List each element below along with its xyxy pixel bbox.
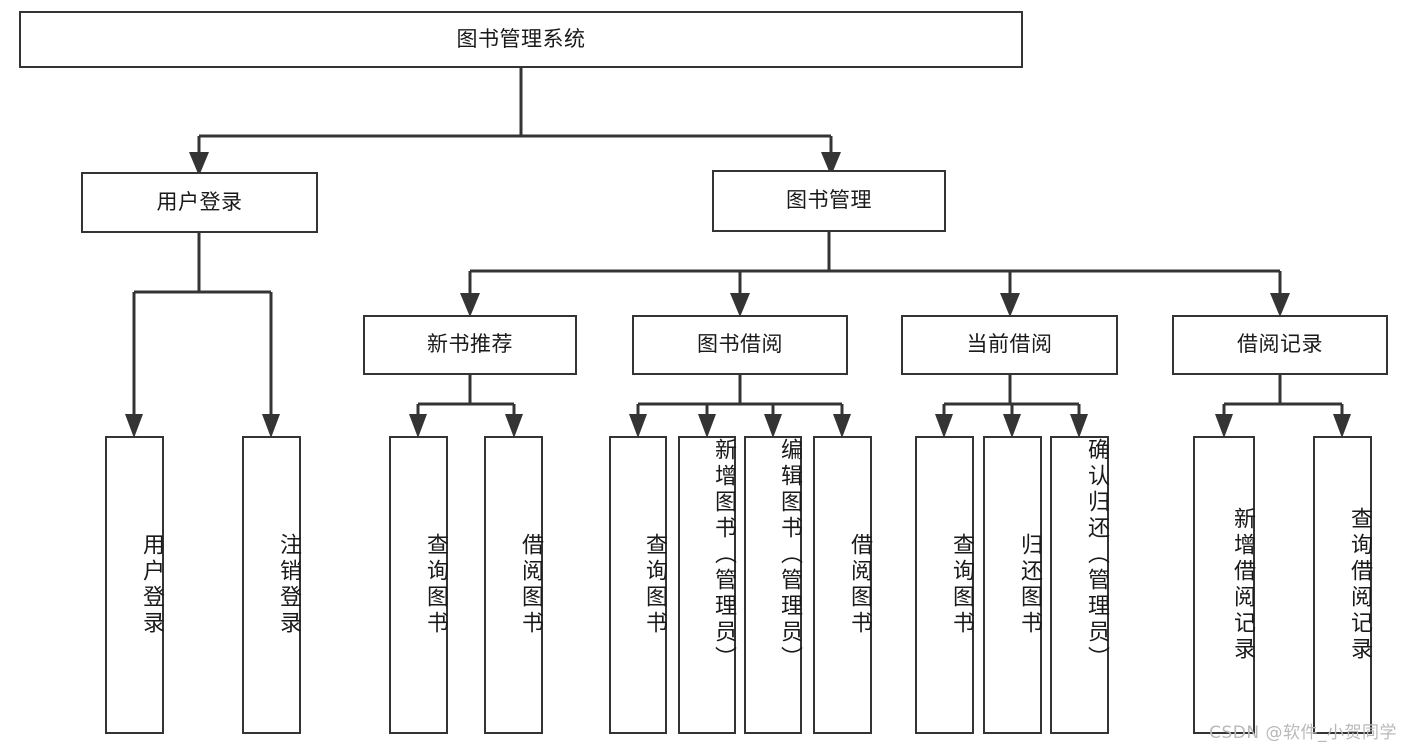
node-current-borrow[interactable]: 当前借阅 xyxy=(901,315,1118,375)
node-borrow-record[interactable]: 借阅记录 xyxy=(1172,315,1388,375)
node-label: 图书借阅 xyxy=(697,332,783,357)
node-label: 新增借阅记录 xyxy=(1230,507,1255,663)
node-root-system[interactable]: 图书管理系统 xyxy=(19,11,1023,68)
leaf-edit-book-admin[interactable]: 编辑图书（管理员） xyxy=(744,436,802,734)
node-label: 新书推荐 xyxy=(427,332,513,357)
leaf-query-borrow-record[interactable]: 查询借阅记录 xyxy=(1313,436,1372,734)
node-label: 用户登录 xyxy=(139,533,164,637)
node-label: 图书管理系统 xyxy=(456,26,586,51)
leaf-borrow-book[interactable]: 借阅图书 xyxy=(813,436,872,734)
leaf-query-book-recommend[interactable]: 查询图书 xyxy=(389,436,448,734)
node-label: 当前借阅 xyxy=(966,332,1053,357)
leaf-user-login[interactable]: 用户登录 xyxy=(105,436,164,734)
node-label: 借阅图书 xyxy=(518,533,543,637)
node-label: 图书管理 xyxy=(786,188,872,213)
node-label: 确认归还（管理员） xyxy=(1084,438,1109,672)
node-label: 借阅图书 xyxy=(847,533,872,637)
leaf-borrow-book-recommend[interactable]: 借阅图书 xyxy=(484,436,543,734)
csdn-watermark: CSDN @软件_小贺同学 xyxy=(1209,723,1397,743)
node-user-login[interactable]: 用户登录 xyxy=(81,172,318,233)
node-label: 归还图书 xyxy=(1017,533,1042,637)
node-book-management[interactable]: 图书管理 xyxy=(712,170,946,232)
leaf-query-book-current[interactable]: 查询图书 xyxy=(915,436,974,734)
node-label: 用户登录 xyxy=(156,189,243,214)
leaf-confirm-return-admin[interactable]: 确认归还（管理员） xyxy=(1050,436,1109,734)
node-book-borrow[interactable]: 图书借阅 xyxy=(632,315,848,375)
node-label: 借阅记录 xyxy=(1237,332,1323,357)
node-new-book-recommend[interactable]: 新书推荐 xyxy=(363,315,577,375)
node-label: 注销登录 xyxy=(276,533,301,637)
node-label: 编辑图书（管理员） xyxy=(777,438,802,672)
leaf-return-book[interactable]: 归还图书 xyxy=(983,436,1042,734)
node-label: 查询图书 xyxy=(642,533,667,637)
node-label: 查询图书 xyxy=(949,533,974,637)
node-label: 查询图书 xyxy=(423,533,448,637)
node-label: 查询借阅记录 xyxy=(1347,507,1372,663)
leaf-add-borrow-record[interactable]: 新增借阅记录 xyxy=(1193,436,1255,734)
node-label: 新增图书（管理员） xyxy=(711,438,736,672)
leaf-add-book-admin[interactable]: 新增图书（管理员） xyxy=(678,436,736,734)
leaf-logout[interactable]: 注销登录 xyxy=(242,436,301,734)
leaf-query-book-borrow[interactable]: 查询图书 xyxy=(609,436,667,734)
